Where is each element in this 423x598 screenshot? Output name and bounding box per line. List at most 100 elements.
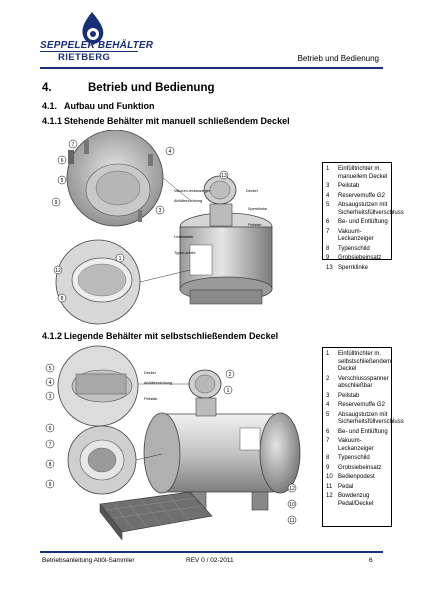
legend-number: 6 [326,428,330,435]
callout-b5: 5 [49,366,52,372]
legend-text: Typenschild [338,455,370,461]
footer-doc-title: Betriebsanleitung Altöl-Sammler [42,557,135,564]
label-abfuell: Abfülleinrichtung [174,199,202,203]
legend-number: 7 [326,228,330,235]
legend-number: 1 [326,351,330,357]
label-licht: Lichtmaster [174,235,194,239]
legend-text: Einfülltrichter m. selbstschließendem De… [338,351,392,372]
callout-5: 5 [61,178,64,184]
callout-7: 7 [72,142,75,148]
legend-text: Sperrklinke [338,264,369,271]
legend-number: 8 [326,455,330,461]
legend-text: Absaugstutzen mit Sicherheitsfüllverschl… [338,202,404,216]
legend-row: 13 Sperrklinke [326,265,389,273]
legend-text: Grobsiebeinsatz [338,255,382,261]
legend-text: Pedal [338,483,354,490]
brand-divider [40,51,138,52]
legend-number: 4 [326,402,330,408]
legend-row: 4 Reservemuffe G2 [326,193,389,201]
callout-b2: 2 [229,372,232,378]
label-b-deckel: Deckel [144,371,156,375]
label-deckel: Deckel [246,189,258,193]
legend-number: 2 [326,375,330,382]
legend-text: Grobsiebeinsatz [338,464,382,471]
legend-number: 3 [326,183,330,189]
callout-b7: 7 [49,442,52,448]
legend-row: 11 Pedal [326,484,389,492]
legend-number: 9 [326,255,330,261]
callout-b3: 3 [49,394,52,400]
legend-text: Einfülltrichter m. manuellem Deckel [338,166,388,180]
legend-number: 5 [326,202,330,208]
heading-2: 4.1.Aufbau und Funktion [42,101,155,111]
horizontal-container-illustration: 5 4 3 6 7 2 1 8 9 10 11 12 Deckel Abfüll… [45,345,301,541]
label-b-peilstab: Peilstab [144,397,158,401]
footer-revision: REV 0 / 02-2011 [186,557,234,564]
legend-number: 12 [326,493,333,499]
upright-container-illustration: 7 6 5 4 3 9 13 12 8 1 Vakuum-leckanzeige… [51,130,273,325]
footer-rule [40,551,383,553]
legend-row: 7 Vakuum-Leckanzeiger [326,438,389,453]
callout-b12: 12 [289,486,295,492]
legend-number: 6 [326,219,330,225]
legend-row: 4 Reservemuffe G2 [326,402,389,410]
legend-row: 12 Bowdenzug Pedal/Deckel [326,493,389,508]
legend-row: 3 Peilstab [326,183,389,191]
legend-number: 11 [326,483,333,490]
legend-number: 8 [326,245,330,252]
company-logo [42,10,142,68]
legend-number: 3 [326,392,330,399]
legend-number: 9 [326,464,330,471]
legend-number: 7 [326,438,330,444]
legend-row: 9 Grobsiebeinsatz [326,255,389,263]
callout-4: 4 [169,149,172,155]
legend-text: Reservemuffe G2 [338,192,385,199]
legend-text: Peilstab [338,392,360,399]
callout-13: 13 [221,173,227,179]
legend-row: 6 Be- und Entlüftung [326,219,389,227]
legend-number: 10 [326,474,333,480]
legend-number: 4 [326,192,330,199]
label-typen: Typen-schild [174,251,195,255]
label-vakuum: Vakuum-leckanzeiger [174,189,211,193]
label-b-abfuell: Abfülleinrichtung [144,381,172,385]
header-section-title: Betrieb und Bedienung [297,54,379,63]
legend-row: 2 Verschlussspanner abschließbar [326,376,389,391]
legend-text: Peilstab [338,183,360,189]
brand-city: RIETBERG [58,52,111,63]
legend-row: 1 Einfülltrichter m. selbstschließendem D… [326,351,392,374]
callout-b11: 11 [289,518,294,524]
legend-number: 5 [326,411,330,418]
callout-9: 9 [55,200,58,206]
legend-row: 5 Absaugstutzen mit Sicherheitsfüllversch… [326,202,404,217]
legend-row: 3 Peilstab [326,393,389,401]
heading-1: 4.Betrieb und Bedienung [42,82,215,94]
legend-text: Be- und Entlüftung [338,219,388,225]
footer-page-number: 6 [369,557,373,564]
callout-b9: 9 [49,482,52,488]
legend-number: 13 [326,264,333,271]
legend-horizontal: 1 Einfülltrichter m. selbstschließendem D… [322,347,404,527]
legend-text: Reservemuffe G2 [338,402,385,408]
label-sperrklinke: Sperrklinke [248,207,267,211]
legend-text: Absaugstutzen mit Sicherheitsfüllverschl… [338,411,404,426]
callout-b4: 4 [49,380,52,386]
brand-name: SEPPELER BEHÄLTER [40,40,154,51]
legend-text: Bowdenzug Pedal/Deckel [338,493,374,507]
legend-row: 1 Einfülltrichter m. manuellem Deckel [326,166,389,181]
legend-row: 9 Grobsiebeinsatz [326,465,389,473]
label-peilstab: Peilstab [248,223,262,227]
legend-text: Vakuum-Leckanzeiger [338,438,374,452]
legend-row: 10 Bedienpodest [326,474,389,482]
legend-row: 8 Typenschild [326,246,389,254]
legend-upright: 1 Einfülltrichter m. manuellem Deckel 3 Pei… [322,162,404,271]
legend-number: 1 [326,166,330,172]
callout-12: 12 [55,268,61,274]
legend-text: Typenschild [338,245,370,252]
legend-text: Bedienpodest [338,474,375,480]
callout-b6: 6 [49,426,52,432]
legend-text: Verschlussspanner abschließbar [338,375,389,390]
legend-text: Vakuum-Leckanzeiger [338,228,374,243]
